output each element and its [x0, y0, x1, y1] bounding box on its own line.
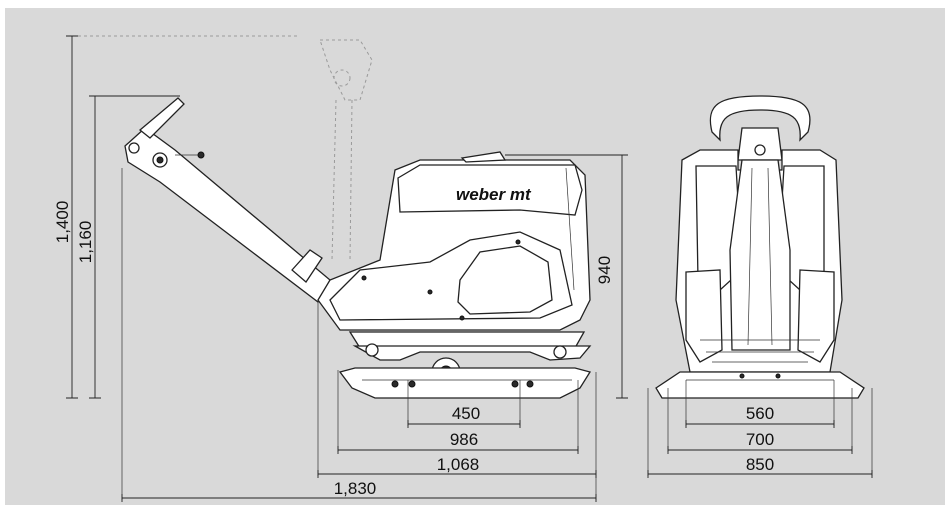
base-plate — [338, 331, 592, 399]
dim-length-1068: 1,068 — [437, 455, 480, 474]
engine-body — [317, 151, 591, 331]
front-view: 560 700 850 — [647, 95, 873, 478]
dim-height-handle: 1,160 — [76, 221, 95, 264]
dim-height-body: 940 — [595, 256, 614, 284]
side-dimensions — [66, 35, 628, 502]
brand-logo: weber mt — [456, 185, 532, 204]
dim-plate-width: 450 — [452, 404, 480, 423]
dim-height-total: 1,400 — [53, 201, 72, 244]
dim-width-560: 560 — [746, 404, 774, 423]
ghost-handle — [66, 35, 373, 261]
dim-width-700: 700 — [746, 430, 774, 449]
dim-width-850: 850 — [746, 455, 774, 474]
handle-arm — [124, 97, 331, 303]
side-view: weber mt — [53, 35, 628, 502]
front-dimensions — [647, 380, 873, 478]
dim-length-total: 1,830 — [334, 479, 377, 498]
dim-length-986: 986 — [450, 430, 478, 449]
